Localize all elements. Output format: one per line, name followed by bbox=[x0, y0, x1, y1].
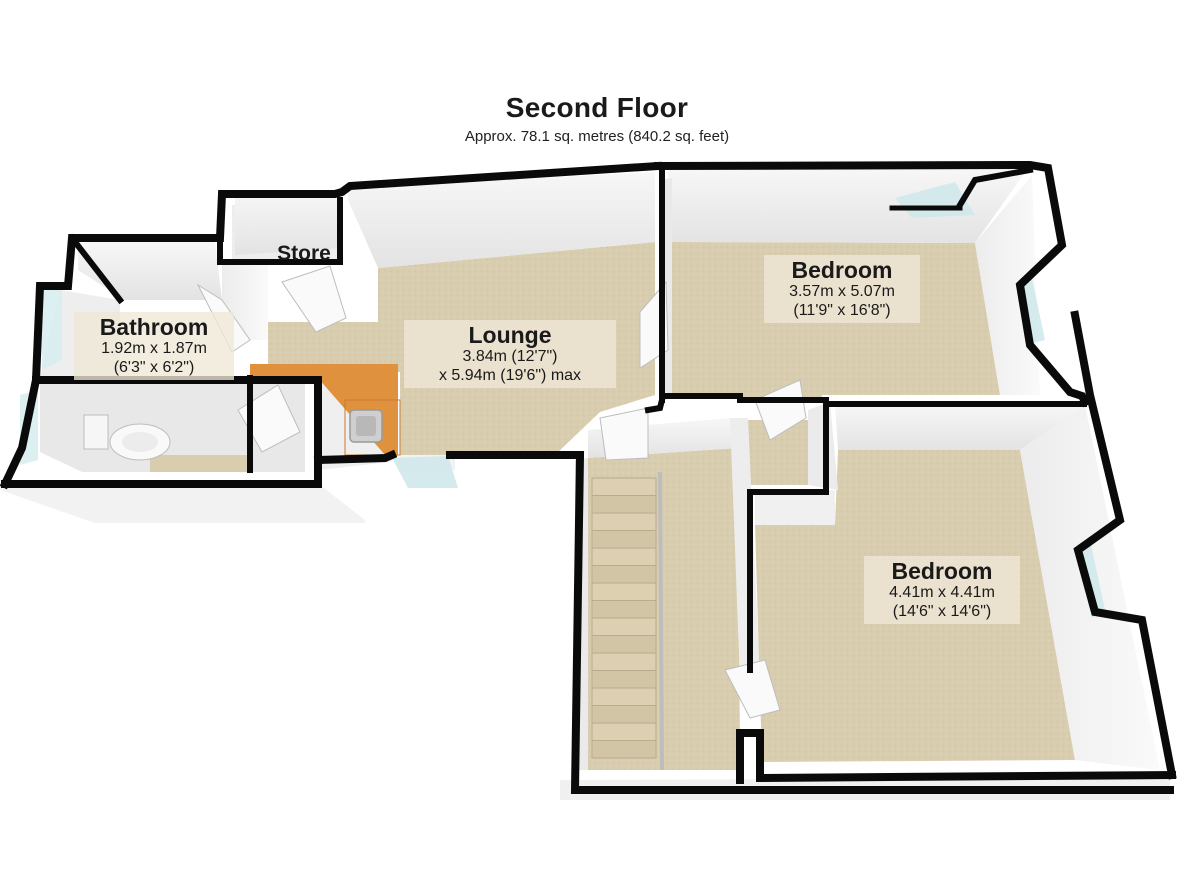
room-dimensions-imperial: (11'9" x 16'8") bbox=[793, 301, 891, 319]
stair-tread bbox=[591, 582, 657, 601]
banister bbox=[658, 471, 664, 771]
room-name: Bedroom bbox=[891, 558, 993, 584]
stair-tread bbox=[591, 635, 657, 654]
staircase bbox=[591, 477, 657, 759]
label-background: Bedroom 3.57m x 5.07m (11'9" x 16'8") bbox=[764, 255, 920, 324]
label-background: Bedroom 4.41m x 4.41m (14'6" x 14'6") bbox=[864, 556, 1020, 625]
label-background: Bathroom 1.92m x 1.87m (6'3" x 6'2") bbox=[74, 312, 234, 381]
room-dimensions-length: x 5.94m (19'6") max bbox=[438, 366, 582, 384]
bathroom-inner-door bbox=[237, 384, 301, 453]
lounge-door bbox=[599, 407, 649, 461]
stair-tread bbox=[591, 670, 657, 689]
room-dimensions-width: 3.84m (12'7") bbox=[462, 348, 558, 366]
room-label-lounge: Lounge 3.84m (12'7") x 5.94m (19'6") max bbox=[404, 320, 616, 389]
label-background: Lounge 3.84m (12'7") x 5.94m (19'6") max bbox=[404, 320, 616, 389]
stair-tread bbox=[591, 617, 657, 636]
bathroom-floor-tan bbox=[150, 455, 252, 472]
hall-door bbox=[754, 379, 807, 441]
stair-tread bbox=[591, 705, 657, 724]
stair-tread bbox=[591, 600, 657, 619]
floor-title-block: Second Floor Approx. 78.1 sq. metres (84… bbox=[0, 92, 1194, 145]
room-label-store: Store bbox=[268, 242, 340, 266]
stair-tread bbox=[591, 740, 657, 759]
room-dimensions-imperial: (6'3" x 6'2") bbox=[113, 358, 195, 376]
floor-title: Second Floor bbox=[505, 92, 689, 123]
room-dimensions-metric: 1.92m x 1.87m bbox=[101, 340, 207, 358]
room-dimensions-imperial: (14'6" x 14'6") bbox=[892, 602, 992, 620]
store-door bbox=[281, 265, 347, 333]
room-name: Bedroom bbox=[791, 257, 893, 283]
room-name: Store bbox=[277, 242, 331, 265]
stair-tread bbox=[591, 495, 657, 514]
stair-tread bbox=[591, 687, 657, 706]
cistern bbox=[83, 414, 109, 450]
stair-tread bbox=[591, 512, 657, 531]
hall-floor bbox=[744, 420, 808, 485]
worktop bbox=[250, 364, 398, 455]
stair-tread bbox=[591, 565, 657, 584]
floor-area: Approx. 78.1 sq. metres (840.2 sq. feet) bbox=[464, 128, 730, 145]
room-dimensions-metric: 4.41m x 4.41m bbox=[889, 584, 995, 602]
stair-tread bbox=[591, 547, 657, 566]
room-name: Bathroom bbox=[99, 314, 209, 340]
room-name: Lounge bbox=[468, 322, 552, 348]
room-label-bedroom-2: Bedroom 4.41m x 4.41m (14'6" x 14'6") bbox=[864, 556, 1020, 625]
room-label-bathroom: Bathroom 1.92m x 1.87m (6'3" x 6'2") bbox=[74, 312, 234, 381]
room-dimensions-metric: 3.57m x 5.07m bbox=[789, 283, 895, 301]
stair-tread bbox=[591, 530, 657, 549]
stair-tread bbox=[591, 722, 657, 741]
room-label-bedroom-1: Bedroom 3.57m x 5.07m (11'9" x 16'8") bbox=[764, 255, 920, 324]
stair-tread bbox=[591, 652, 657, 671]
wall-tops bbox=[0, 160, 1177, 794]
kitchenette bbox=[250, 364, 401, 456]
bathroom-fixtures bbox=[83, 414, 171, 461]
stair-tread bbox=[591, 477, 657, 496]
